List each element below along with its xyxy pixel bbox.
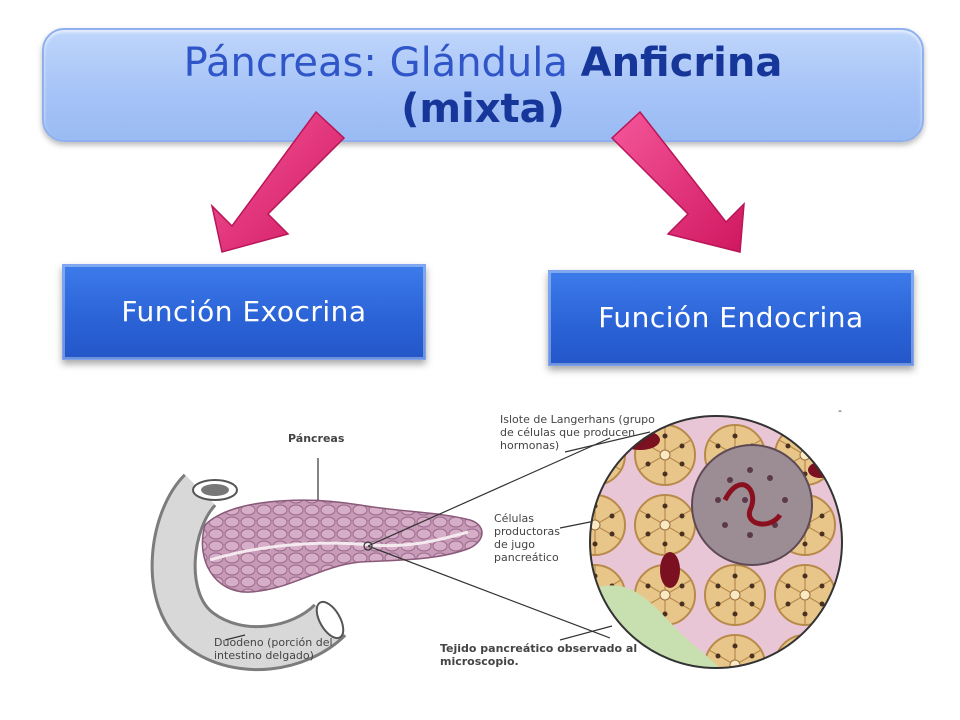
tissue-label: Tejido pancreático observado al microsco… bbox=[440, 642, 638, 668]
title-bold: Anficrina bbox=[580, 40, 783, 86]
cells-label: Células productoras de jugo pancreático bbox=[494, 512, 561, 564]
title-normal: Páncreas: Glándula bbox=[183, 40, 581, 86]
endocrine-label: Función Endocrina bbox=[598, 301, 864, 334]
islet-label: Islote de Langerhans (grupo de células q… bbox=[500, 413, 655, 452]
exocrine-label: Función Exocrina bbox=[121, 295, 367, 328]
pancreas-label: Páncreas bbox=[288, 432, 345, 445]
left-arrow-icon bbox=[210, 110, 346, 253]
endocrine-function-box: Función Endocrina bbox=[548, 270, 914, 366]
leader-lines bbox=[224, 431, 651, 641]
title-mixta: (mixta) bbox=[401, 86, 565, 132]
duodenum-icon bbox=[150, 473, 347, 672]
duodenum-label: Duodeno (porción del intestino delgado) bbox=[214, 636, 333, 662]
microscope-tissue-icon bbox=[589, 415, 843, 669]
right-arrow-icon bbox=[610, 110, 745, 253]
exocrine-function-box: Función Exocrina bbox=[62, 264, 426, 360]
tick-mark: - bbox=[838, 404, 842, 417]
title-banner: Páncreas: Glándula Anficrina (mixta) bbox=[42, 28, 924, 142]
